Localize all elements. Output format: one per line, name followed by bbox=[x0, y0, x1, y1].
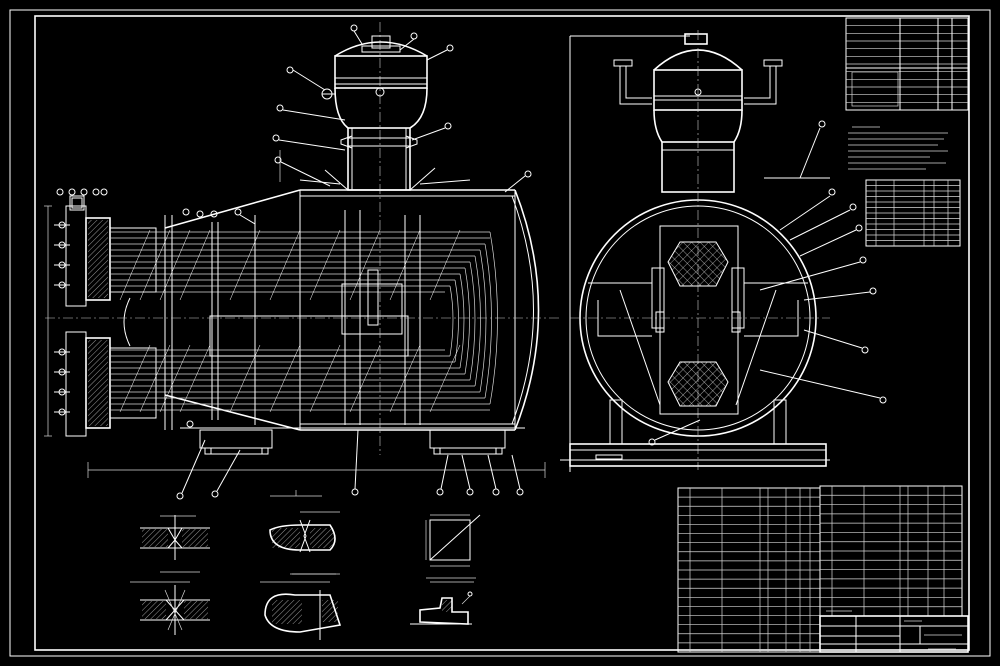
front-view bbox=[44, 22, 560, 500]
spec-table bbox=[845, 17, 969, 111]
detail-weld-5 bbox=[260, 581, 342, 640]
drawing-frame bbox=[9, 9, 991, 657]
tech-notes-block bbox=[848, 126, 948, 170]
detail-views bbox=[130, 511, 481, 640]
detail-plate bbox=[425, 514, 481, 567]
right-parts-table bbox=[865, 179, 961, 247]
center-lines bbox=[45, 22, 560, 455]
parts-list bbox=[677, 485, 963, 653]
balloons-front bbox=[56, 24, 532, 500]
steam-dome bbox=[299, 35, 471, 191]
side-shell-circle bbox=[570, 30, 830, 470]
title-block bbox=[819, 610, 969, 653]
detail-weld-1 bbox=[140, 515, 210, 560]
side-view bbox=[560, 30, 887, 472]
burner-flanges bbox=[54, 195, 157, 437]
side-base bbox=[560, 399, 830, 467]
saddle-supports bbox=[180, 427, 525, 455]
balloons-side bbox=[648, 120, 887, 446]
detail-weld-2 bbox=[269, 511, 340, 575]
dimension-lines bbox=[44, 150, 546, 497]
detail-weld-4 bbox=[130, 581, 210, 635]
tube-bundle bbox=[110, 210, 498, 430]
detail-weld-6 bbox=[410, 581, 474, 625]
boiler-shell bbox=[164, 189, 540, 431]
detail-captions bbox=[160, 571, 476, 579]
